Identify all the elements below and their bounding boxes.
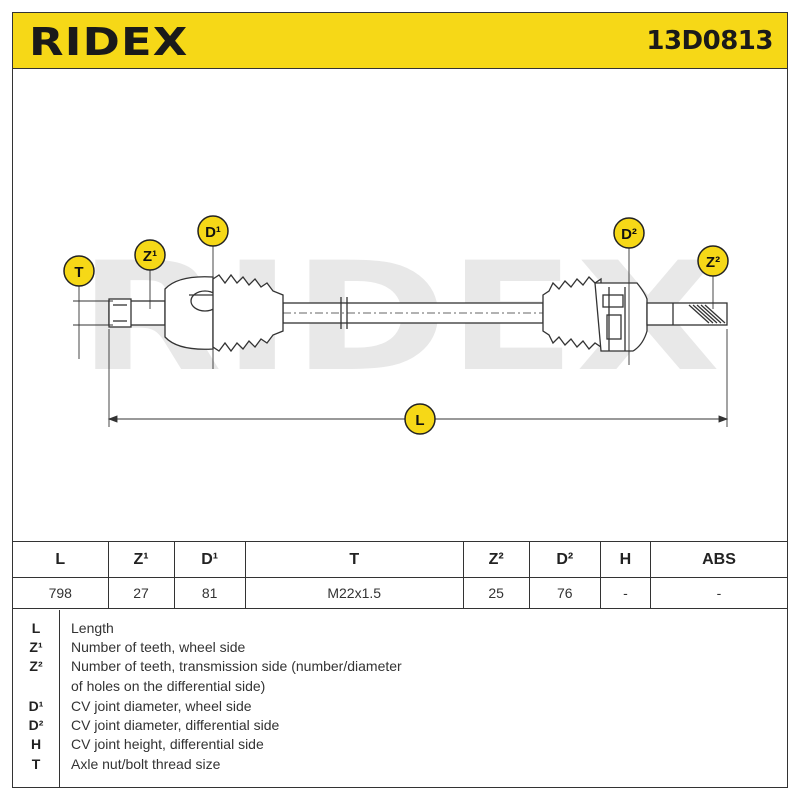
legend-key: Z² bbox=[29, 658, 43, 674]
header-cell: Z² bbox=[462, 541, 530, 578]
value-cell: 76 bbox=[528, 577, 601, 609]
wheel-cv-joint bbox=[164, 276, 214, 350]
legend-row: D² CV joint diameter, differential side bbox=[13, 715, 787, 735]
product-sheet: RIDEX 13D0813 RIDEX bbox=[12, 12, 788, 788]
legend-row: T Axle nut/bolt thread size bbox=[13, 754, 787, 774]
legend-row: Z¹ Number of teeth, wheel side bbox=[13, 637, 787, 657]
legend-text: Number of teeth, transmission side (numb… bbox=[71, 658, 402, 674]
header-cell: ABS bbox=[649, 541, 787, 578]
header-cell: T bbox=[244, 541, 464, 578]
svg-text:Z¹: Z¹ bbox=[143, 248, 157, 265]
legend-key: L bbox=[31, 620, 41, 636]
spec-table: L Z¹ D¹ T Z² D² H ABS 798 27 81 M22x1.5 … bbox=[13, 541, 787, 609]
value-cell: - bbox=[599, 577, 651, 609]
svg-text:T: T bbox=[74, 264, 83, 281]
legend-row: L Length bbox=[13, 618, 787, 638]
callout-z2: Z² bbox=[697, 245, 729, 277]
legend-row: Z² Number of teeth, transmission side (n… bbox=[13, 656, 787, 676]
legend-text: CV joint diameter, wheel side bbox=[71, 698, 252, 714]
spec-value-row: 798 27 81 M22x1.5 25 76 - - bbox=[13, 577, 787, 609]
legend-text: Number of teeth, wheel side bbox=[71, 639, 246, 655]
callout-d1: D¹ bbox=[197, 215, 229, 247]
legend-text: Axle nut/bolt thread size bbox=[71, 756, 221, 772]
svg-text:L: L bbox=[415, 412, 424, 429]
wheel-boot bbox=[212, 273, 284, 353]
legend-key: D² bbox=[28, 717, 44, 733]
legend-key: Z¹ bbox=[29, 639, 43, 655]
value-cell: 798 bbox=[13, 577, 109, 609]
header-bar: RIDEX 13D0813 bbox=[13, 13, 787, 69]
header-cell: H bbox=[599, 541, 651, 578]
value-cell: 25 bbox=[462, 577, 530, 609]
value-cell: - bbox=[649, 577, 787, 609]
header-cell: Z¹ bbox=[107, 541, 175, 578]
legend-key: H bbox=[30, 736, 42, 752]
callout-t: T bbox=[63, 255, 95, 287]
legend-divider bbox=[59, 610, 60, 788]
legend-text: of holes on the differential side) bbox=[71, 678, 266, 694]
drive-shaft-drawing: RIDEX bbox=[63, 215, 729, 435]
legend-row: D¹ CV joint diameter, wheel side bbox=[13, 696, 787, 716]
legend-key: D¹ bbox=[28, 698, 44, 714]
part-number: 13D0813 bbox=[646, 26, 773, 56]
callout-l: L bbox=[404, 403, 436, 435]
brand-logo: RIDEX bbox=[29, 20, 189, 64]
diff-stub bbox=[646, 302, 728, 326]
legend: L Length Z¹ Number of teeth, wheel side … bbox=[13, 610, 787, 788]
header-cell: D¹ bbox=[173, 541, 246, 578]
svg-text:Z²: Z² bbox=[706, 254, 720, 271]
callout-z1: Z¹ bbox=[134, 239, 166, 271]
legend-text: CV joint diameter, differential side bbox=[71, 717, 280, 733]
legend-text: Length bbox=[71, 620, 114, 636]
value-cell: 81 bbox=[173, 577, 246, 609]
svg-text:D²: D² bbox=[621, 226, 637, 243]
header-cell: L bbox=[13, 541, 109, 578]
spec-header-row: L Z¹ D¹ T Z² D² H ABS bbox=[13, 541, 787, 578]
value-cell: 27 bbox=[107, 577, 175, 609]
value-cell: M22x1.5 bbox=[244, 577, 464, 609]
header-cell: D² bbox=[528, 541, 601, 578]
legend-row: H CV joint height, differential side bbox=[13, 734, 787, 754]
diff-boot bbox=[542, 276, 602, 350]
legend-row: of holes on the differential side) bbox=[13, 676, 787, 696]
legend-text: CV joint height, differential side bbox=[71, 736, 264, 752]
svg-text:D¹: D¹ bbox=[205, 224, 221, 241]
legend-key: T bbox=[31, 756, 41, 772]
callout-d2: D² bbox=[613, 217, 645, 249]
